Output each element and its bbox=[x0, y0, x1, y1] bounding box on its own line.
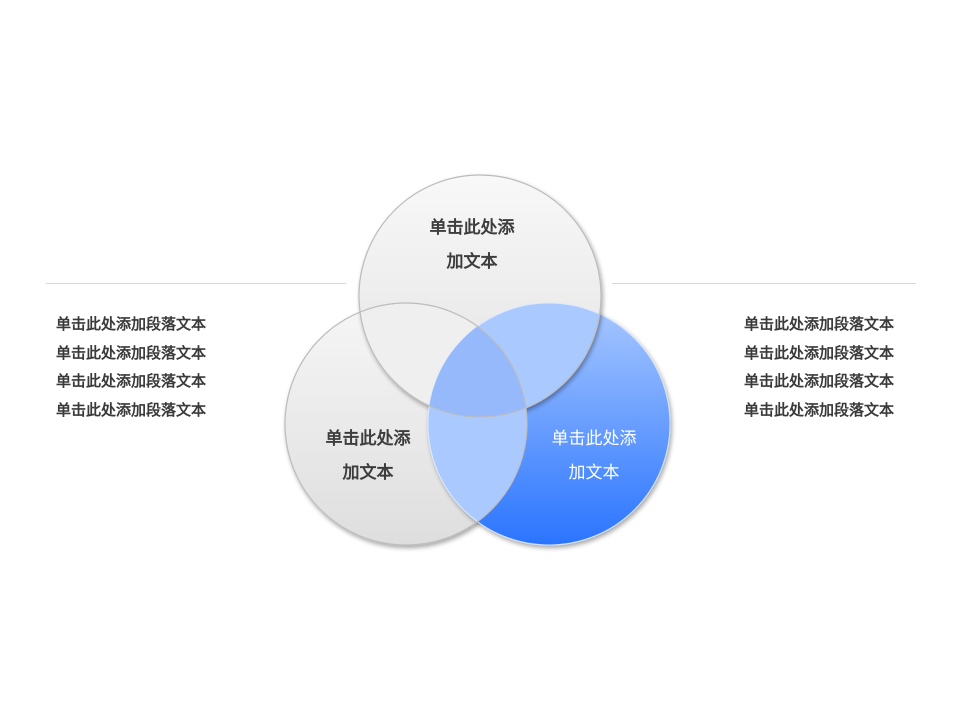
left-paragraph-line: 单击此处添加段落文本 bbox=[56, 372, 207, 391]
left-divider-line bbox=[46, 283, 346, 284]
left-paragraph-line: 单击此处添加段落文本 bbox=[56, 315, 207, 333]
circle-left-label-line2: 加文本 bbox=[342, 463, 394, 483]
circle-left-outline bbox=[284, 302, 528, 546]
circle-top-outline bbox=[358, 174, 602, 418]
circle-right-label-line1: 单击此处添 bbox=[551, 429, 637, 449]
circle-left-label[interactable]: 单击此处添 加文本 bbox=[288, 422, 448, 490]
circle-right-label-line2: 加文本 bbox=[568, 463, 620, 483]
circle-top-label-line1: 单击此处添 bbox=[429, 218, 515, 238]
right-divider-line bbox=[612, 283, 916, 284]
circle-top-label[interactable]: 单击此处添 加文本 bbox=[392, 211, 552, 279]
right-paragraph-line: 单击此处添加段落文本 bbox=[744, 372, 895, 391]
right-paragraph[interactable]: 单击此处添加段落文本 单击此处添加段落文本 单击此处添加段落文本 单击此处添加段… bbox=[744, 310, 944, 425]
left-paragraph[interactable]: 单击此处添加段落文本 单击此处添加段落文本 单击此处添加段落文本 单击此处添加段… bbox=[56, 310, 256, 425]
left-paragraph-line: 单击此处添加段落文本 bbox=[56, 401, 207, 420]
circle-right-label[interactable]: 单击此处添 加文本 bbox=[514, 422, 674, 490]
right-paragraph-line: 单击此处添加段落文本 bbox=[744, 401, 895, 420]
overlap-center bbox=[428, 303, 527, 417]
right-paragraph-line: 单击此处添加段落文本 bbox=[744, 343, 895, 362]
circle-left-label-line1: 单击此处添 bbox=[325, 429, 411, 449]
left-paragraph-line: 单击此处添加段落文本 bbox=[56, 343, 207, 362]
right-paragraph-line: 单击此处添加段落文本 bbox=[744, 315, 895, 333]
circle-top-label-line2: 加文本 bbox=[446, 252, 498, 272]
